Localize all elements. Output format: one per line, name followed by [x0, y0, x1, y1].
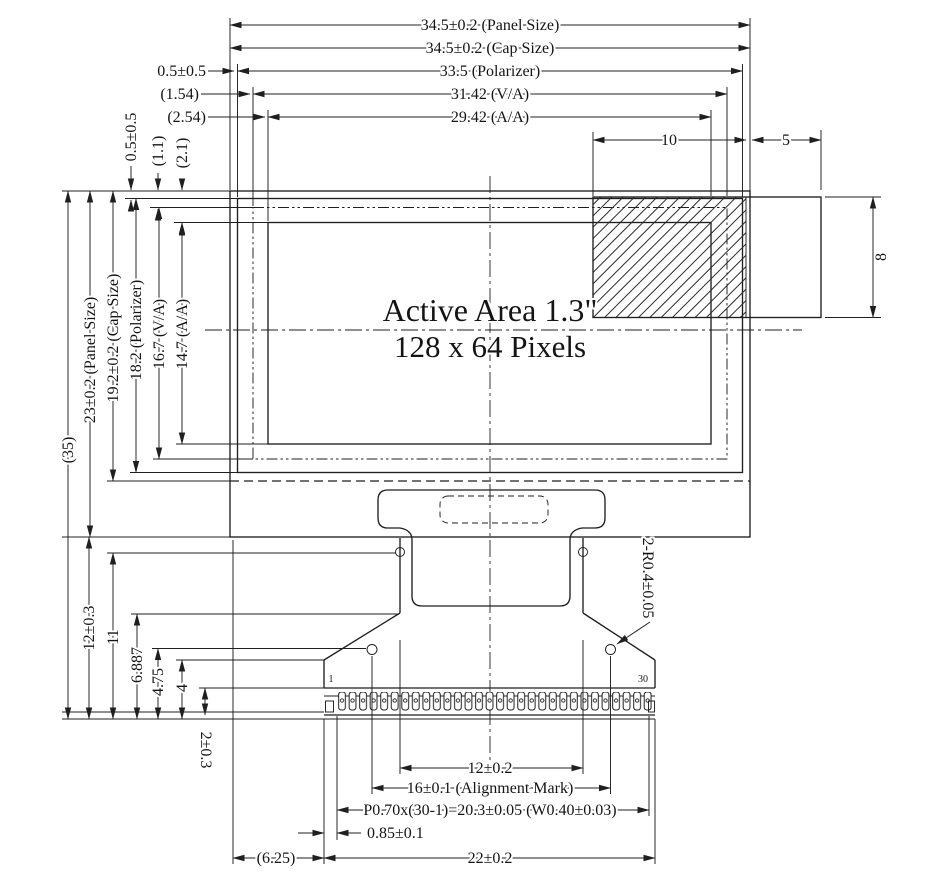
- fpc-tail: [323, 489, 656, 716]
- active-area-outline: [267, 221, 712, 445]
- fpc-fan-left-edge: [323, 612, 401, 661]
- dim-corner-height: 4: [174, 684, 191, 692]
- dim-panel-height: 23±0.2 (Panel Size): [82, 297, 99, 424]
- alignment-mark-right: [605, 644, 616, 655]
- dim-va-offset-x: (1.54): [160, 86, 199, 103]
- centerlines: [205, 176, 802, 764]
- fpc-stiffener-hatched: [377, 489, 606, 607]
- dim-neck-width: 12±0.2: [468, 760, 513, 777]
- fpc-window-hidden-outline: [439, 495, 549, 524]
- connector-end-left: [325, 700, 334, 713]
- fpc-notch-right: [578, 547, 588, 557]
- dim-notch-height: 11: [105, 629, 122, 644]
- side-tab-outline: [592, 196, 822, 319]
- dimension-labels: 34.5±0.2 (Panel Size) 34.5±0.2 (Cap Size…: [58, 15, 892, 869]
- connector-end-right: [648, 700, 655, 713]
- dimension-lines: [64, 21, 877, 862]
- fpc-fan-right-edge: [582, 612, 656, 661]
- seal-hatch-region: [593, 197, 746, 318]
- dim-pin-margin: 0.85±0.1: [367, 825, 424, 842]
- dim-tab-width: 5: [782, 132, 790, 149]
- connector-pin-row: [337, 692, 654, 715]
- dim-aa-width: 29.42 (A/A): [451, 109, 529, 126]
- fpc-notch-left: [395, 547, 405, 557]
- dim-seal-width: 10: [661, 132, 677, 149]
- active-area-line1: Active Area 1.3": [383, 292, 598, 328]
- dim-mark-height: 4.75: [150, 668, 167, 696]
- alignment-mark-left: [366, 644, 378, 655]
- dim-va-width: 31.42 (V/A): [451, 86, 529, 103]
- dim-total-height: (35): [60, 437, 77, 464]
- active-area-title: Active Area 1.3" 128 x 64 Pixels: [381, 290, 600, 366]
- dim-cap-width: 34.5±0.2 (Cap Size): [426, 40, 555, 57]
- dim-fpc-length: 12±0.3: [81, 606, 98, 651]
- active-area-line2: 128 x 64 Pixels: [394, 329, 586, 364]
- dim-va-height: 16.7 (V/A): [151, 299, 168, 369]
- note-corner-radius: 2-R0.4±0.05: [639, 538, 656, 619]
- dim-aa-height: 14.7 (A/A): [174, 299, 191, 369]
- dim-cap-height: 19.2±0.2 (Cap Size): [105, 274, 122, 403]
- dim-tab-height: 8: [873, 253, 890, 261]
- pin-number-first: 1: [329, 674, 334, 685]
- dim-pol-offset-y: 0.5±0.5: [123, 113, 140, 162]
- dim-mark-pitch: 16±0.1 (Alignment Mark): [407, 780, 574, 797]
- dim-aa-offset-x: (2.54): [167, 109, 206, 126]
- dim-strip-offset: (6.25): [257, 850, 296, 867]
- pin-number-last: 30: [638, 674, 648, 685]
- dim-aa-offset-y: (2.1): [174, 138, 191, 169]
- dim-panel-width: 34.5±0.2 (Panel Size): [421, 17, 560, 34]
- dim-strip-thickness: 2±0.3: [197, 732, 214, 769]
- dim-pin-pitch: P0.70x(30-1)=20.3±0.05 (W0.40±0.03): [363, 802, 616, 819]
- dim-va-offset-y: (1.1): [150, 136, 167, 167]
- viewing-area-outline: [252, 207, 728, 460]
- dim-polarizer-width: 33.5 (Polarizer): [440, 63, 540, 80]
- dim-pol-offset-x: 0.5±0.5: [157, 63, 206, 80]
- glass-outlines: [229, 190, 822, 538]
- dimension-extension-lines: [62, 18, 881, 864]
- dim-fan-height: 6.887: [129, 647, 146, 683]
- dim-strip-width: 22±0.2: [468, 850, 513, 867]
- dim-polarizer-height: 18.2 (Polarizer): [128, 280, 145, 380]
